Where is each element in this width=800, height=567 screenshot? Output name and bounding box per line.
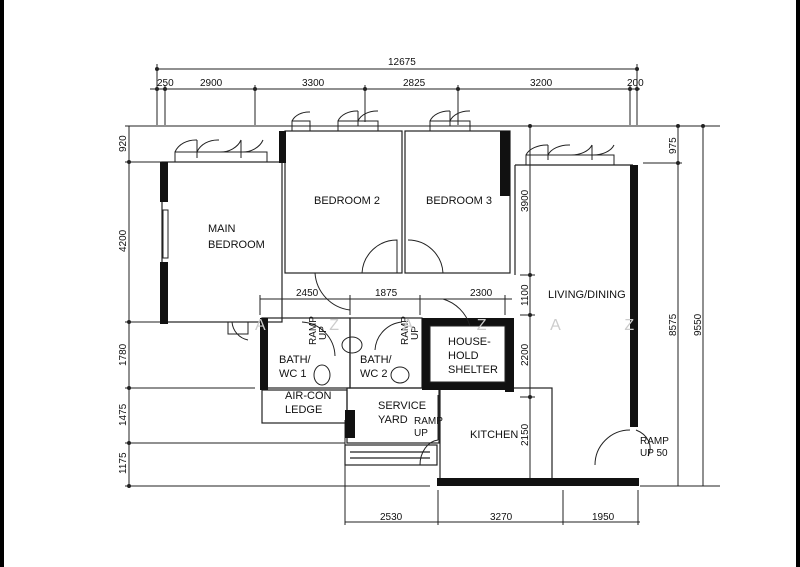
dim-bottom-2: 1950 <box>592 512 615 523</box>
ramp-label: RAMP <box>414 416 443 427</box>
ramp-up-label-bath1: UP <box>318 326 329 340</box>
dim-top-4: 3200 <box>530 78 553 89</box>
dim-bottom-1: 3270 <box>490 512 513 523</box>
room-label-bedroom-2: BEDROOM 2 <box>314 195 380 207</box>
floor-plan-drawing: MAIN BEDROOM BEDROOM 2 BEDROOM 3 LIVING/… <box>118 57 720 525</box>
dim-mid-1: 1875 <box>375 288 398 299</box>
room-label-living-dining: LIVING/DINING <box>548 289 626 301</box>
dim-left-0: 920 <box>118 135 129 152</box>
room-label-aircon-ledge: AIR-CON <box>285 390 332 402</box>
dim-top-0: 250 <box>157 78 174 89</box>
ramp-label-entrance: RAMP <box>640 436 669 447</box>
room-label-bath-2: BATH/ <box>360 354 393 366</box>
room-label-wc-2: WC 2 <box>360 368 388 380</box>
room-label-bedroom-3: BEDROOM 3 <box>426 195 492 207</box>
dim-right-2: 9550 <box>693 313 704 336</box>
room-label-household-shelter-3: SHELTER <box>448 364 498 376</box>
dim-left-4: 1175 <box>118 452 129 474</box>
dim-inner-0: 3900 <box>520 189 531 212</box>
ramp-up-label: UP <box>414 428 428 439</box>
ramp-up-label-bath2: UP <box>410 326 421 340</box>
room-label-kitchen: KITCHEN <box>470 429 518 441</box>
room-label-service-yard-2: YARD <box>378 414 408 426</box>
dim-bottom-0: 2530 <box>380 512 403 523</box>
dim-right-0: 975 <box>668 137 679 154</box>
dim-right-1: 8575 <box>668 313 679 336</box>
dim-top-2: 3300 <box>302 78 325 89</box>
room-label-main-bedroom: MAIN <box>208 223 236 235</box>
dim-inner-3: 2150 <box>520 423 531 446</box>
dim-left-2: 1780 <box>118 343 129 366</box>
dim-top-3: 2825 <box>403 78 426 89</box>
dim-left-3: 1475 <box>118 403 129 426</box>
room-label-main-bedroom-2: BEDROOM <box>208 239 265 251</box>
dim-mid-0: 2450 <box>296 288 319 299</box>
floor-plan-canvas: MAIN BEDROOM BEDROOM 2 BEDROOM 3 LIVING/… <box>4 0 796 567</box>
dim-inner-2: 2200 <box>520 343 531 366</box>
room-label-service-yard: SERVICE <box>378 400 426 412</box>
room-label-wc-1: WC 1 <box>279 368 307 380</box>
room-label-household-shelter-2: HOLD <box>448 350 479 362</box>
dim-left-1: 4200 <box>118 229 129 252</box>
ramp-label-bath2: RAMP <box>400 316 411 345</box>
room-label-household-shelter: HOUSE- <box>448 336 491 348</box>
watermark: A Z A Z A Z <box>255 317 664 334</box>
ramp-label-bath1: RAMP <box>308 316 319 345</box>
ramp-up-50-label: UP 50 <box>640 448 668 459</box>
room-label-bath-1: BATH/ <box>279 354 312 366</box>
dim-overall-width: 12675 <box>388 57 416 68</box>
dim-top-5: 200 <box>627 78 644 89</box>
room-label-aircon-ledge-2: LEDGE <box>285 404 322 416</box>
dim-inner-1: 1100 <box>520 284 531 306</box>
dim-mid-2: 2300 <box>470 288 493 299</box>
dim-top-1: 2900 <box>200 78 223 89</box>
